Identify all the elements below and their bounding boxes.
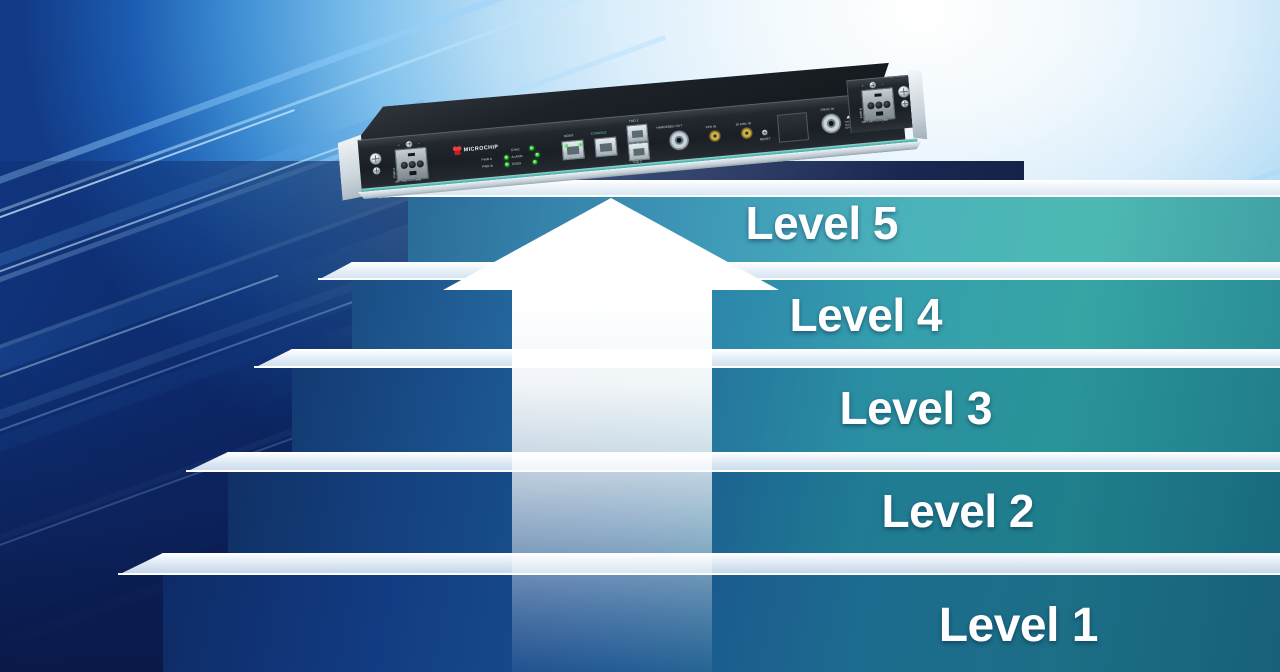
power-a-polarity-plus: +: [397, 143, 401, 148]
pps-in-label: PPS IN: [705, 124, 717, 130]
mgmt-port[interactable]: [561, 139, 585, 161]
step-5-tread: [378, 180, 1280, 197]
led-indicator-sync: [529, 146, 534, 151]
led-label-pwr-a: PWR A: [481, 156, 493, 162]
microchip-wordmark: MICROCHIP: [463, 143, 499, 153]
tenmhz-in-connector[interactable]: [740, 127, 753, 140]
power-b-polarity-minus: –: [881, 82, 884, 87]
led-label-gnss: GNSS: [511, 160, 522, 166]
microchip-logo: MICROCHIP: [452, 142, 499, 156]
power-a-connector: [394, 146, 429, 182]
chassis-ground-symbol: [372, 167, 381, 175]
gnss-in-label: GNSS IN: [820, 106, 835, 112]
power-b-polarity-plus: +: [861, 83, 864, 89]
console-port-label: CONSOLE: [590, 130, 607, 136]
led-label-sync: SYNC: [510, 146, 520, 152]
step-4-edge-highlight: [352, 262, 1280, 264]
chassis-ground-symbol-right: [901, 99, 909, 108]
led-indicator-alarm: [534, 152, 540, 157]
power-a-polarity-minus: –: [417, 141, 420, 146]
led-label-pwr-b: PWR B: [481, 163, 493, 169]
step-5-edge-shadowline: [378, 195, 1280, 197]
microchip-mark-icon: [452, 145, 463, 156]
led-indicator-gnss: [532, 159, 537, 165]
led-indicator-pwr-a: [503, 155, 509, 160]
bluesky-gnss-firewall-device: PWR A + – 48V / 24V ==== 20W MICROCHIP: [333, 84, 933, 209]
reset-button[interactable]: [762, 129, 767, 135]
pps-in-connector[interactable]: [708, 130, 721, 143]
reset-label: RESET: [759, 136, 771, 142]
expansion-blank-plate: [776, 112, 810, 143]
device-front-panel-right: + – PWR B 48V / 24V ==== 20W: [846, 74, 918, 134]
tod2-port[interactable]: [627, 141, 651, 162]
level-label-3: Level 3: [839, 382, 993, 434]
power-b-earth-icon: [869, 81, 876, 89]
power-b-connector: [861, 87, 896, 122]
chassis-ground-screw: [369, 152, 382, 165]
mgmt-port-label: MGMT: [563, 133, 574, 139]
gnss-in-connector[interactable]: [821, 113, 842, 134]
step-5-edge-highlight: [408, 180, 1280, 182]
console-port[interactable]: [594, 136, 618, 158]
level-label-5: Level 5: [745, 197, 899, 249]
tenmhz-in-label: 10 MHz IN: [735, 121, 752, 127]
power-a-earth-icon: [405, 140, 413, 148]
level-label-4: Level 4: [789, 289, 943, 341]
led-label-alarm: ALARM: [511, 153, 523, 159]
level-label-1: Level 1: [938, 599, 1099, 652]
hardened-out-connector[interactable]: [668, 129, 690, 151]
tod1-port[interactable]: [626, 123, 649, 144]
step-4-edge-shadowline: [318, 278, 1280, 280]
level-label-2: Level 2: [881, 485, 1035, 537]
chassis-ground-screw-right: [897, 85, 910, 98]
tod1-port-label: TOD 1: [628, 118, 639, 124]
device-rack-ear-right: [907, 68, 927, 141]
step-3-edge-highlight: [292, 349, 1280, 351]
hardened-out-label: HARDENED OUT: [656, 123, 683, 130]
led-indicator-pwr-b: [504, 162, 509, 167]
